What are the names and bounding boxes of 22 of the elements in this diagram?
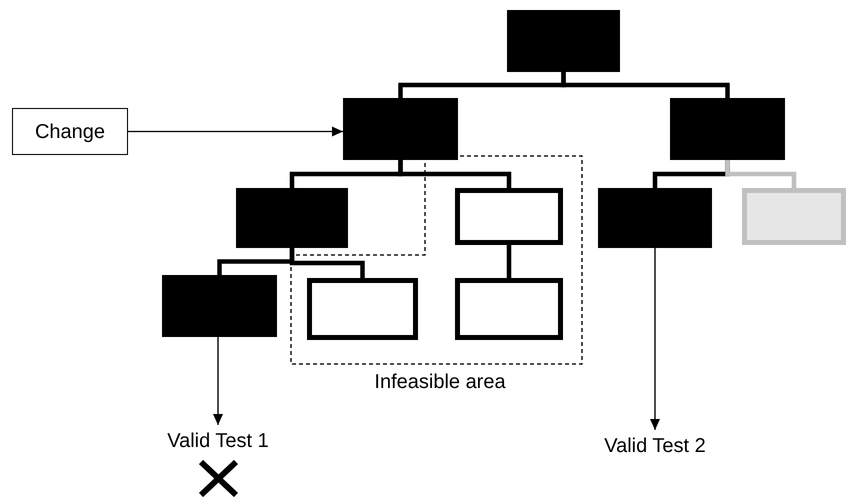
outlined-box: [455, 278, 563, 340]
text-label: Valid Test 1: [148, 425, 288, 457]
label-box: Change: [12, 108, 128, 155]
tree-connector: [506, 245, 512, 278]
filled-box: [670, 98, 785, 160]
greyed-box: [742, 188, 846, 245]
filled-box: [236, 188, 348, 248]
tree-connector: [398, 160, 512, 188]
outlined-box: [307, 278, 418, 340]
outlined-box: [455, 188, 563, 245]
filled-box: [598, 188, 712, 248]
area-label: Infeasible area: [373, 370, 507, 395]
filled-box: [343, 98, 458, 160]
filled-box: [507, 10, 620, 72]
tree-connector: [561, 72, 730, 98]
tree-connector: [290, 248, 365, 278]
arrow: [650, 248, 660, 430]
text-label: Valid Test 2: [585, 430, 725, 462]
arrow: [213, 337, 223, 425]
filled-box: [162, 275, 277, 337]
arrow: [128, 126, 343, 136]
tree-connector: [725, 160, 796, 188]
